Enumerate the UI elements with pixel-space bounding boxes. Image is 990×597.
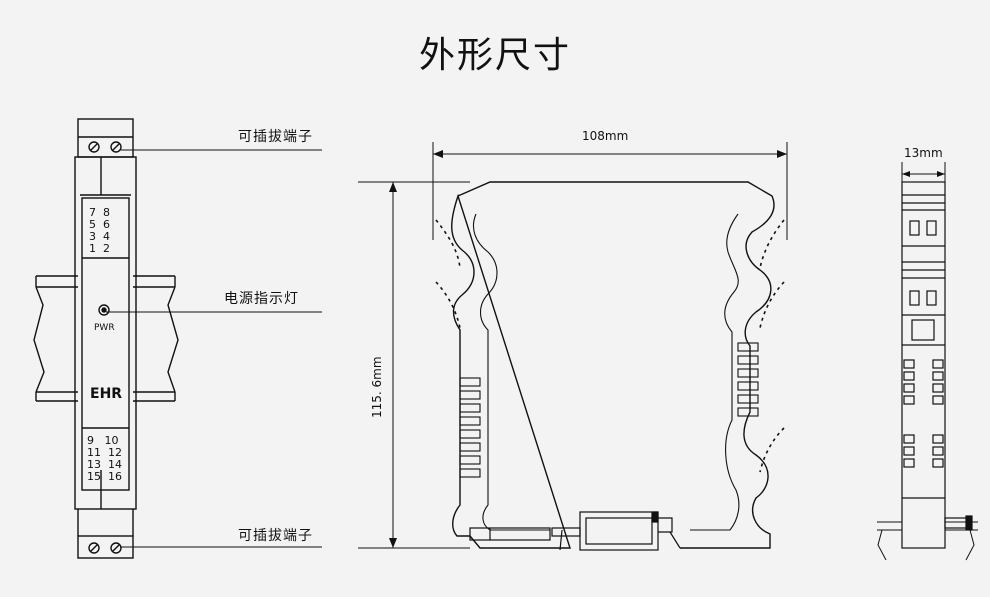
- faceplate: [81, 197, 130, 491]
- pin-row: 9 10: [87, 434, 119, 447]
- pwr-label: PWR: [94, 323, 115, 333]
- pin-row: 7 8: [89, 206, 110, 219]
- label-plug-terminal-top: 可插拔端子: [238, 129, 313, 145]
- pin-row: 15 16: [87, 470, 122, 483]
- din-rail: [33, 275, 179, 402]
- page-title: 外形尺寸: [418, 35, 571, 76]
- dim-depth-label: 108mm: [582, 129, 628, 143]
- screw-icon: [88, 141, 100, 153]
- narrow-housing: [901, 181, 946, 549]
- label-plug-terminal-bottom: 可插拔端子: [238, 528, 313, 544]
- module-housing: [74, 156, 137, 510]
- pin-row: 3 4: [89, 230, 110, 243]
- front-view: [33, 118, 322, 559]
- front-pin-numbers-top: 7 8 5 6 3 4 1 2: [89, 206, 110, 255]
- narrow-view: [877, 162, 978, 561]
- pin-row: 13 14: [87, 458, 122, 471]
- vent-slots-right: [737, 342, 759, 417]
- top-terminal: [77, 118, 134, 158]
- side-view: [358, 142, 788, 551]
- screw-icon: [110, 542, 122, 554]
- pin-row: 5 6: [89, 218, 110, 231]
- label-power-indicator: 电源指示灯: [224, 291, 299, 307]
- housing-outline: [451, 181, 775, 549]
- dim-height-label: 115. 6mm: [370, 356, 384, 418]
- front-pin-numbers-bottom: 9 10 11 12 13 14 15 16: [87, 434, 122, 483]
- dim-width-label: 13mm: [904, 146, 943, 160]
- din-clip: [469, 511, 681, 551]
- vent-slots-left: [459, 377, 481, 478]
- pin-row: 11 12: [87, 446, 122, 459]
- screw-icon: [88, 542, 100, 554]
- brand-label: EHR: [90, 386, 122, 402]
- screw-icon: [110, 141, 122, 153]
- pin-row: 1 2: [89, 242, 110, 255]
- power-led: [98, 304, 110, 316]
